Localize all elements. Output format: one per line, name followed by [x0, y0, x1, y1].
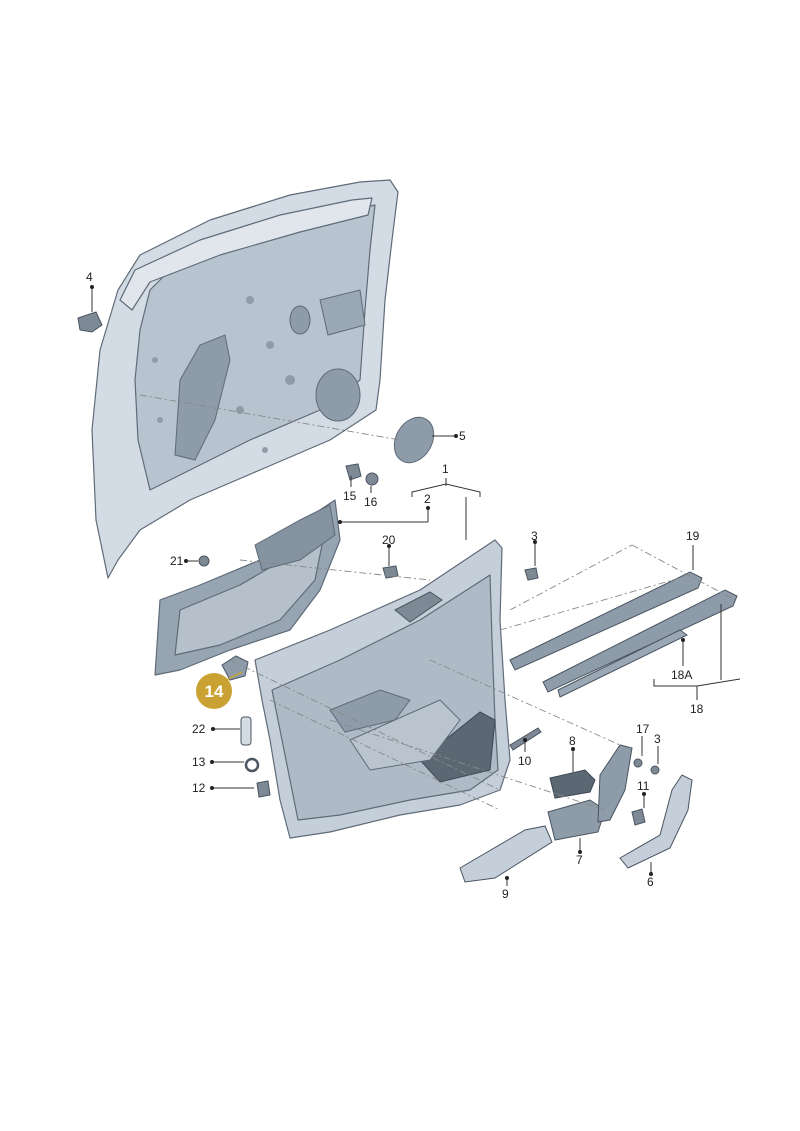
part-15-clip	[345, 463, 362, 481]
callout-6: 6	[647, 875, 654, 889]
part-14-component	[221, 655, 249, 681]
part-bracket	[597, 744, 633, 823]
part-5-cover	[393, 416, 435, 464]
callout-18A: 18A	[671, 668, 692, 682]
part-3-screw-lower	[650, 765, 660, 775]
callout-14: 14	[205, 682, 224, 701]
callout-19: 19	[686, 529, 700, 543]
callout-12: 12	[192, 781, 206, 795]
callout-5: 5	[459, 429, 466, 443]
callout-21: 21	[170, 554, 184, 568]
callout-16: 16	[364, 495, 378, 509]
callout-22: 22	[192, 722, 206, 736]
part-22-cap	[240, 716, 252, 746]
part-4-clip	[77, 311, 103, 333]
highlight-badge	[196, 673, 232, 709]
part-9-pad	[459, 825, 553, 883]
callout-11: 11	[637, 779, 650, 793]
part-17-screw	[633, 758, 643, 768]
part-19-strip	[509, 571, 703, 671]
callout-3-upper: 3	[531, 529, 538, 543]
speaker-opening-upper	[289, 305, 311, 335]
speaker-opening	[315, 368, 361, 422]
callout-18: 18	[690, 702, 704, 716]
access-opening	[174, 334, 231, 461]
part-2-carrier	[154, 499, 341, 676]
callout-15: 15	[343, 489, 357, 503]
callout-2: 2	[424, 492, 431, 506]
callout-9: 9	[502, 887, 509, 901]
part-8-switch	[549, 769, 596, 799]
part-18-strip	[542, 589, 738, 693]
callout-17: 17	[636, 722, 650, 736]
callout-10: 10	[518, 754, 532, 768]
part-1-door-trim	[254, 539, 511, 839]
callout-13: 13	[192, 755, 206, 769]
callout-7: 7	[576, 853, 583, 867]
part-6-handle	[619, 774, 693, 869]
explode-lines	[139, 394, 736, 811]
callout-14-highlight[interactable]: 14	[196, 673, 232, 709]
part-7-housing	[547, 799, 606, 841]
callout-20: 20	[382, 533, 396, 547]
part-16-nut	[365, 472, 379, 486]
callout-4: 4	[86, 270, 93, 284]
part-3-screw-upper	[524, 567, 539, 581]
part-12-clip	[256, 780, 271, 798]
door-shell	[91, 179, 399, 579]
callout-labels: 4 5 1 2 15 16 3 19 20 21 18A 18 22 10 8 …	[86, 270, 704, 901]
leader-dots	[90, 285, 685, 880]
callout-8: 8	[569, 734, 576, 748]
part-11-clip	[631, 808, 646, 826]
callout-3-lower: 3	[654, 732, 661, 746]
part-20-clip	[382, 565, 399, 579]
part-18A-strip	[557, 629, 688, 698]
part-13-ring	[244, 757, 260, 773]
callout-1: 1	[442, 462, 449, 476]
part-21-screw	[198, 555, 210, 567]
